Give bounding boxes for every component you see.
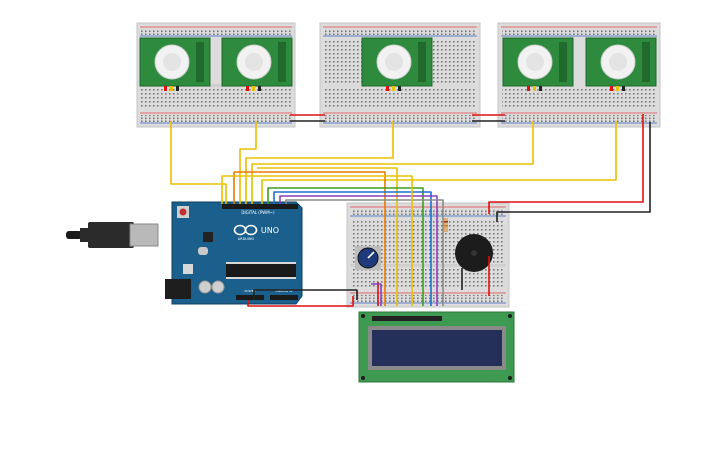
power-header bbox=[236, 295, 264, 300]
wire-red-rail-right bbox=[488, 114, 644, 214]
wire-pir4-signal bbox=[251, 121, 534, 204]
wire-blue-data bbox=[273, 191, 432, 306]
usb-b-connector bbox=[129, 223, 159, 247]
potentiometer[interactable] bbox=[355, 246, 381, 270]
wire-gray-data bbox=[285, 199, 444, 306]
capacitor-1 bbox=[198, 280, 212, 294]
component-small bbox=[183, 264, 193, 274]
crystal bbox=[198, 247, 208, 255]
usb-cable-end bbox=[66, 231, 82, 239]
usb-cable bbox=[80, 228, 90, 242]
wire-pir2-signal bbox=[239, 121, 257, 204]
wire-gnd-black bbox=[253, 289, 358, 300]
digital-header bbox=[222, 204, 298, 209]
arduino-logo-icon bbox=[233, 224, 258, 236]
usb-plug-housing bbox=[88, 222, 134, 248]
wire-orange bbox=[233, 171, 386, 306]
pir-sensor-group bbox=[139, 37, 657, 91]
pir-sensor bbox=[139, 37, 211, 91]
reset-button bbox=[179, 208, 187, 216]
wire-purple-data bbox=[279, 195, 438, 306]
digital-header-label: DIGITAL (PWM~) bbox=[241, 210, 275, 215]
power-header-label: POWER bbox=[244, 289, 255, 293]
arduino-uno-board[interactable]: DIGITAL (PWM~) UNO ARDUINO POWER ANALOG … bbox=[66, 201, 303, 305]
pir-sensor bbox=[502, 37, 574, 91]
pir-sensor bbox=[585, 37, 657, 91]
dc-power-jack bbox=[165, 279, 191, 299]
board-brand-label: ARDUINO bbox=[238, 237, 255, 241]
wire-group bbox=[170, 114, 651, 307]
wire-pot-purple bbox=[371, 283, 382, 306]
usb-chip bbox=[203, 232, 213, 242]
lcd-pin-header bbox=[372, 316, 442, 321]
piezo-buzzer bbox=[455, 234, 493, 272]
lcd-screen bbox=[372, 330, 502, 366]
wire-pir6-signal bbox=[257, 167, 398, 306]
pir-sensor bbox=[221, 37, 293, 91]
wire-green-data bbox=[267, 187, 424, 306]
lcd-16x2-display bbox=[358, 311, 515, 383]
resistor bbox=[444, 218, 448, 232]
board-model-label: UNO bbox=[261, 226, 279, 235]
analog-header-label: ANALOG IN bbox=[276, 289, 293, 293]
atmega-chip bbox=[226, 264, 296, 277]
wire-pir5-signal bbox=[261, 121, 617, 204]
pir-sensor bbox=[361, 37, 433, 91]
wire-lcd-enable bbox=[221, 175, 413, 306]
analog-header bbox=[270, 295, 298, 300]
wire-5v-red bbox=[247, 296, 354, 307]
wire-pir3-signal bbox=[245, 121, 394, 204]
wire-pir1-signal bbox=[170, 121, 227, 204]
wire-black-rail-right bbox=[496, 122, 651, 222]
capacitor-2 bbox=[211, 280, 225, 294]
